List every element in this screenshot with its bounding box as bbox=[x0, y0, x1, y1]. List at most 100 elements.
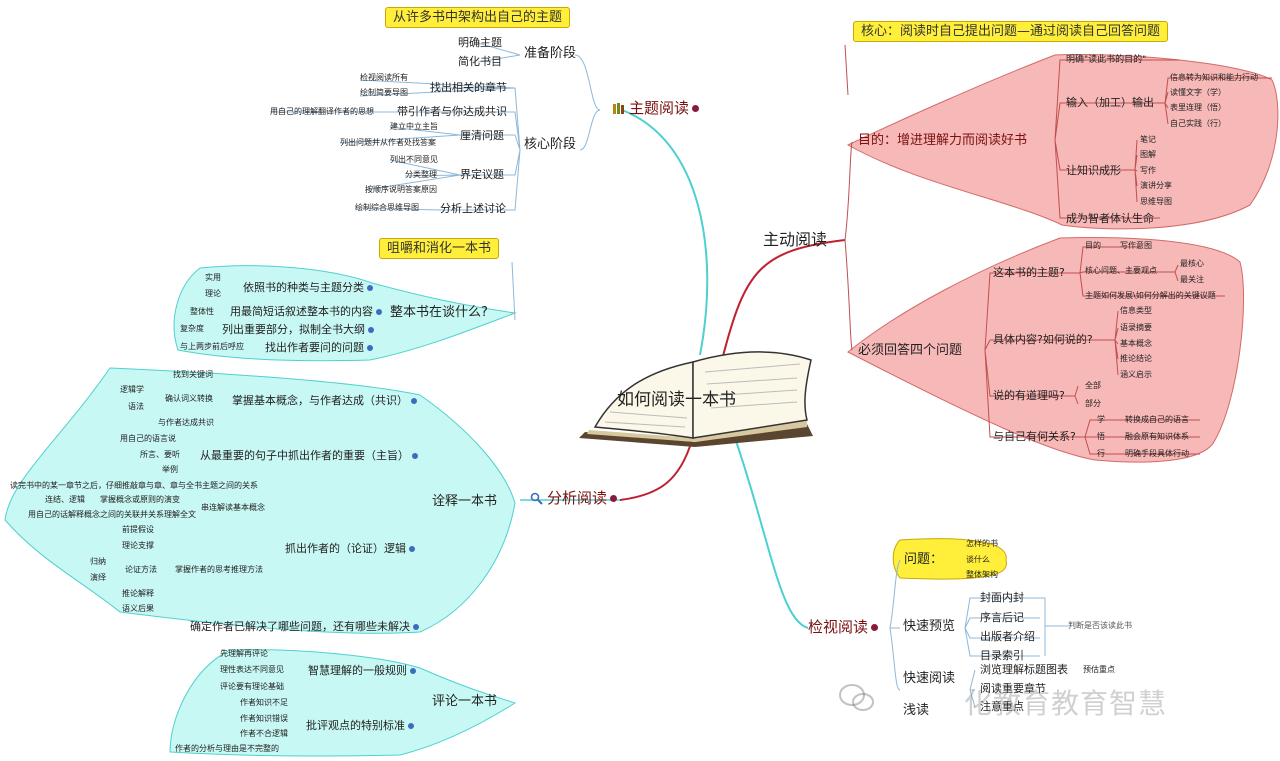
q2-note: 信息类型 bbox=[1120, 306, 1152, 315]
theme-branch-label: 主题阅读 bbox=[629, 99, 690, 117]
theme-note: 用自己的语言说 bbox=[120, 434, 176, 443]
theme-group-note: 绘制综合思维导图 bbox=[355, 203, 419, 212]
critique-general: 智慧理解的一般规则 bbox=[308, 665, 416, 676]
whole-row-note: 与上两步前后呼应 bbox=[180, 342, 244, 351]
inspect-branch[interactable]: 检视阅读 bbox=[808, 620, 879, 635]
purpose-note: 表里连理（悟） bbox=[1170, 103, 1226, 112]
q2-note: 基本概念 bbox=[1120, 339, 1152, 348]
terms-note: 找到关键词 bbox=[173, 370, 213, 379]
expand-dot-icon[interactable] bbox=[368, 327, 374, 333]
expand-dot-icon[interactable] bbox=[411, 398, 417, 404]
theme-group-note: 用自己的理解翻译作者的思想 bbox=[270, 107, 374, 116]
whole-row-label: 列出重要部分，拟制全书大纲 bbox=[222, 324, 374, 335]
logic-note: 前提假设 bbox=[122, 525, 154, 534]
q1-note: 核心问题、主要观点 bbox=[1085, 266, 1157, 275]
books-icon bbox=[613, 103, 624, 114]
theme-stage1-item: 明确主题 bbox=[458, 36, 502, 49]
logic-note: 归纳 bbox=[90, 557, 106, 566]
fast-item: 阅读重要章节 bbox=[980, 682, 1046, 695]
logic-note: 读完书中的某一章节之后，仔细推敲章与章、章与全书主题之间的关系 bbox=[10, 481, 258, 490]
logic-note: 语义后果 bbox=[122, 604, 154, 613]
theme-group-note: 分类整理 bbox=[405, 170, 437, 179]
critique-region bbox=[169, 649, 517, 757]
inspect-question: 问题： bbox=[904, 552, 944, 567]
quick-item: 目录索引 bbox=[980, 649, 1024, 662]
theme-group-label: 分析上述讨论 bbox=[440, 202, 506, 215]
q4-key: 行 bbox=[1097, 449, 1105, 458]
question-3: 说的有道理吗? bbox=[993, 389, 1065, 402]
q1-note: 目的 bbox=[1085, 241, 1101, 250]
q2-note: 推论结论 bbox=[1120, 354, 1152, 363]
q4-value: 明确手段具体行动 bbox=[1125, 449, 1189, 458]
watermark: 化教育教育智慧 bbox=[964, 687, 1168, 720]
purpose-label: 目的：增进理解力而阅读好书 bbox=[858, 133, 1028, 148]
theme-note: 举例 bbox=[162, 465, 178, 474]
q3-note: 全部 bbox=[1085, 381, 1101, 390]
logic-note: 理论支撑 bbox=[122, 541, 154, 550]
expand-dot-icon[interactable] bbox=[871, 624, 879, 631]
whole-book-label: 整本书在谈什么? bbox=[390, 305, 488, 320]
logic-note: 掌握概念或原则的演变 bbox=[100, 495, 180, 504]
theme-group-note: 按顺序说明答案原因 bbox=[365, 185, 437, 194]
analysis-branch[interactable]: 分析阅读 bbox=[530, 489, 618, 507]
logic-note: 掌握作者的思考推理方法 bbox=[175, 565, 263, 574]
expand-dot-icon[interactable] bbox=[367, 285, 373, 291]
expand-dot-icon[interactable] bbox=[408, 723, 414, 729]
expand-dot-icon[interactable] bbox=[610, 495, 618, 502]
logic-note: 连结、逻辑 bbox=[45, 495, 85, 504]
expand-dot-icon[interactable] bbox=[376, 309, 382, 315]
purpose-note: 自己实践（行） bbox=[1170, 119, 1226, 128]
expand-dot-icon[interactable] bbox=[410, 668, 416, 674]
terms-note: 语法 bbox=[128, 402, 144, 411]
expand-dot-icon[interactable] bbox=[409, 546, 415, 552]
whole-row-label: 用最简短话叙述整本书的内容 bbox=[230, 306, 382, 317]
center-title: 如何阅读一本书 bbox=[617, 390, 736, 410]
fast-item: 注意重点 bbox=[980, 700, 1024, 713]
inspect-question-note: 怎样的书 bbox=[966, 539, 998, 548]
q1-note: 写作意图 bbox=[1120, 241, 1152, 250]
general-note: 评论要有理论基础 bbox=[220, 682, 284, 691]
terms-note: 逻辑学 bbox=[120, 385, 144, 394]
fast-note: 预估重点 bbox=[1083, 665, 1115, 674]
form-note: 写作 bbox=[1140, 166, 1156, 175]
theme-note: 所言、要听 bbox=[140, 450, 180, 459]
expand-dot-icon[interactable] bbox=[412, 453, 418, 459]
active-branch[interactable]: 主动阅读 bbox=[763, 230, 828, 249]
question-region bbox=[892, 538, 1007, 580]
expand-dot-icon[interactable] bbox=[413, 624, 419, 630]
special-note: 作者知识不足 bbox=[240, 698, 288, 707]
interpret-solved: 确定作者已解决了哪些问题，还有哪些未解决 bbox=[190, 621, 419, 632]
whole-row-note: 复杂度 bbox=[180, 324, 204, 333]
analysis-branch-label: 分析阅读 bbox=[547, 489, 608, 507]
q2-note: 语录摘要 bbox=[1120, 323, 1152, 332]
whole-row-label: 找出作者要问的问题 bbox=[265, 342, 373, 353]
logic-note: 推论解释 bbox=[122, 589, 154, 598]
theme-group-label: 找出相关的章节 bbox=[430, 81, 507, 94]
interpret-terms: 掌握基本概念，与作者达成（共识） bbox=[232, 395, 417, 406]
q3-note: 部分 bbox=[1085, 399, 1101, 408]
whole-book-region bbox=[173, 265, 517, 362]
theme-stage1-label: 准备阶段 bbox=[524, 46, 577, 61]
theme-group-note: 检视阅读所有 bbox=[360, 73, 408, 82]
critique-special: 批评观点的特别标准 bbox=[306, 720, 414, 731]
q4-value: 融会原有知识体系 bbox=[1125, 432, 1189, 441]
digest-header: 咀嚼和消化一本书 bbox=[379, 238, 500, 259]
questions-region bbox=[847, 237, 1245, 463]
form-note: 笔记 bbox=[1140, 135, 1156, 144]
whole-row-note: 理论 bbox=[205, 289, 221, 298]
inspect-question-note: 整体架构 bbox=[966, 570, 998, 579]
question-4: 与自己有何关系? bbox=[993, 430, 1076, 443]
form-note: 演讲分享 bbox=[1140, 181, 1172, 190]
general-note: 先理解再评论 bbox=[220, 649, 268, 658]
quick-note: 判断是否该读此书 bbox=[1068, 621, 1132, 630]
purpose-item: 输入（加工）输出 bbox=[1066, 96, 1154, 109]
special-note: 作者的分析与理由是不完整的 bbox=[175, 744, 279, 753]
theme-branch[interactable]: 主题阅读 bbox=[612, 99, 700, 117]
expand-dot-icon[interactable] bbox=[367, 345, 373, 351]
q1-note: 主题如何发展\如何分解出的关键议题 bbox=[1085, 291, 1216, 300]
general-note: 理性表达不同意见 bbox=[220, 665, 284, 674]
whole-row-note: 整体性 bbox=[190, 307, 214, 316]
expand-dot-icon[interactable] bbox=[692, 105, 700, 112]
